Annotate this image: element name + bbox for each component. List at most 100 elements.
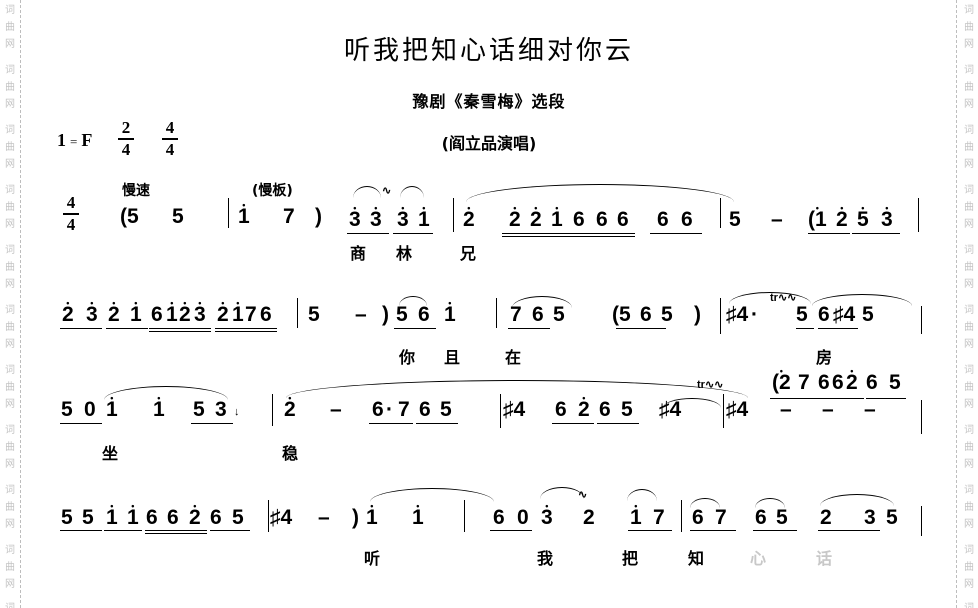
lyric-syllable: 稳 [282,444,299,463]
jianpu-note: · [386,398,393,421]
jianpu-note: 1 [444,304,456,326]
jianpu-note: 5 [886,506,898,529]
jianpu-note: 1 [232,304,244,326]
jianpu-note: 6 [832,371,844,394]
jianpu-note: 5 [889,371,901,394]
beam-underline [191,423,233,424]
jianpu-note: – [864,398,876,421]
jianpu-note: 2 [846,372,858,394]
lyric-syllable: 林 [396,244,413,263]
watermark-glyph-group: 词曲网 [2,600,18,608]
slur [663,398,721,408]
jianpu-note: 6 [418,303,430,326]
beam-underline [60,328,102,329]
bar-line [921,506,922,536]
jianpu-note: 1 [106,399,118,421]
meter-bar [162,138,178,140]
watermark-glyph-group: 词曲网 [5,245,15,290]
lyric-syllable: 话 [816,549,833,568]
jianpu-note: 6 [210,506,222,529]
jianpu-note: (2 [772,372,791,394]
jianpu-note: 2 [509,209,521,231]
jianpu-note: 6 [599,398,611,421]
jianpu-note: 3 [881,209,893,231]
lyric-syllable: 商 [350,244,367,263]
lyric-syllable: 坐 [102,444,119,463]
jianpu-note: 5 [82,506,94,529]
bar-line [228,198,229,228]
bar-line [496,298,497,328]
jianpu-note: 6 [657,208,669,231]
jianpu-note: 5 [232,506,244,529]
watermark-glyph-group: 词曲网 [964,65,974,110]
dashed-divider [20,0,21,608]
meter-numerator: 2 [121,118,131,137]
bar-line [918,198,919,232]
jianpu-note: 0 [517,506,529,529]
meter-bar [63,213,79,215]
jianpu-note: 5 [776,506,788,529]
watermark-glyph-group: 词曲网 [5,545,15,590]
beam-underline [597,423,639,424]
jianpu-note: 6 [493,506,505,529]
beam-underline [796,328,814,329]
jianpu-note: (5 [612,303,631,326]
jianpu-note: 6 [167,506,179,529]
slur [399,296,427,306]
jianpu-note: 7 [510,303,522,326]
slur [627,489,657,501]
lyric-syllable: 我 [537,549,554,568]
jianpu-note: ♯4 [726,303,749,326]
lyric-syllable: 知 [688,549,705,568]
jianpu-note: 2 [62,304,74,326]
watermark-glyph-group: 词曲网 [964,485,974,530]
jianpu-note: 6 [640,303,652,326]
watermark-glyph-group: 词曲网 [5,305,15,350]
jianpu-note: 6 [260,303,272,326]
jianpu-note: 6 [146,506,158,529]
jianpu-note: 6 [818,303,830,326]
bar-line [272,394,273,426]
page-title: 听我把知心话细对你云 [343,36,634,66]
bar-line [921,306,922,334]
mordent-icon: ∿ [382,185,392,197]
beam-underline [416,423,458,424]
subtitle: 豫剧《秦雪梅》选段 [412,92,566,111]
meter-2-4: 2 4 [118,119,134,159]
jianpu-note: 7 [798,371,810,394]
bar-line [720,298,721,334]
jianpu-note: ) [382,303,389,326]
meter-denominator: 4 [121,140,131,159]
watermark-glyph-group: 词曲网 [5,425,15,470]
jianpu-note: 5 [61,506,73,529]
jianpu-note: – [330,398,342,421]
beam-underline [104,530,142,531]
meter-4-4: 4 4 [162,119,178,159]
jianpu-note: 3 [370,209,382,231]
jianpu-note: 5 [308,303,320,326]
beam-underline [369,423,413,424]
phrase-slur [286,380,748,398]
jianpu-note: 1 [127,507,139,529]
beam-underline [818,328,858,329]
slur [690,498,720,508]
jianpu-note: 6 [692,506,704,529]
beam-underline [106,328,148,329]
watermark-glyph-group: 词曲网 [5,125,15,170]
performer-credit: (阎立品演唱) [441,134,537,153]
beam-underline [753,530,797,531]
slur [540,487,584,499]
beam-underline [866,398,906,399]
meter-numerator: 4 [66,193,76,212]
lyric-syllable: 把 [622,549,639,568]
jianpu-note: 1 [166,304,178,326]
phrase-slur [812,294,912,306]
watermark-glyph-group: 词曲网 [5,5,15,50]
watermark-glyph-group: 词曲网 [964,245,974,290]
jianpu-note: 5 [61,398,73,421]
watermark-glyph-group: 词曲网 [961,600,977,608]
beam-underline [508,328,550,329]
beam-underline [60,530,102,531]
bar-line [681,500,682,532]
glissando-arrow-icon: ↓ [850,308,856,320]
